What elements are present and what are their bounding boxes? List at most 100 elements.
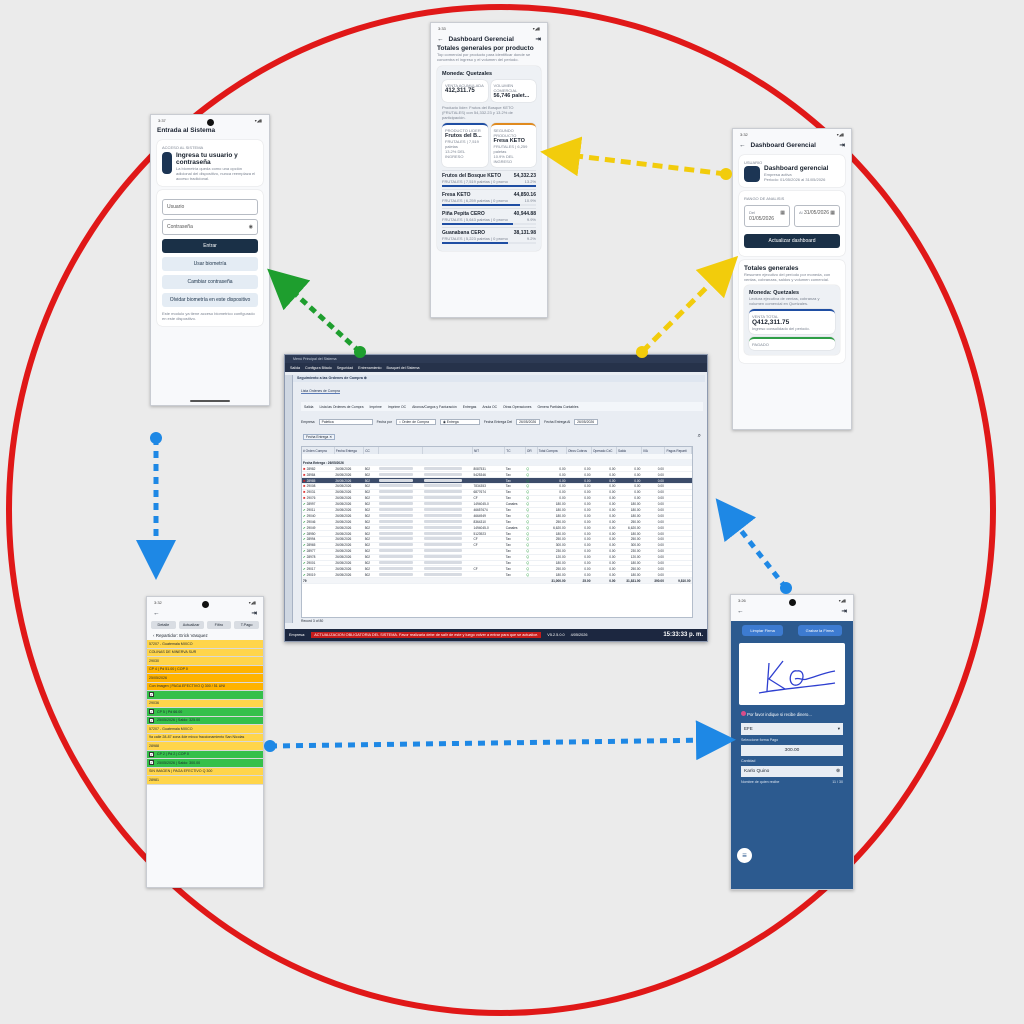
column-header[interactable]: Saldo: [616, 447, 642, 454]
toolbar-button[interactable]: Lista las Ordenes de Compra: [319, 404, 364, 409]
checkbox-icon[interactable]: ✓: [149, 717, 154, 723]
column-header[interactable]: NIT: [472, 447, 506, 454]
radio-entrega[interactable]: ◉ Entrega: [439, 419, 480, 425]
delivery-row[interactable]: 28988: [147, 742, 263, 751]
radio-orden-compra[interactable]: ○ Orden de Compra: [395, 419, 436, 425]
delivery-action-button[interactable]: Detalle: [151, 621, 176, 629]
filter-cell[interactable]: [302, 454, 335, 461]
column-header[interactable]: Pagos Reparti: [664, 447, 692, 454]
signature-pad[interactable]: [739, 643, 845, 705]
to-date-field[interactable]: Al 31/05/2026▦: [794, 205, 840, 227]
save-signature-button[interactable]: Grabar la Firma: [797, 625, 842, 636]
toolbar-button[interactable]: Genera Partidas Contables: [537, 404, 579, 409]
filter-cell[interactable]: [616, 454, 642, 461]
menu-fab-icon[interactable]: ≡: [737, 848, 752, 863]
logout-icon[interactable]: ⇥: [839, 142, 845, 149]
receiver-input[interactable]: Karlo Quino⊗: [741, 766, 843, 777]
enter-button[interactable]: Entrar: [162, 239, 258, 253]
menu-item[interactable]: Seguridad: [336, 365, 354, 370]
delivery-row[interactable]: 25/05/2026: [147, 674, 263, 683]
delivery-action-button[interactable]: Actualizar: [178, 621, 204, 629]
toolbar-button[interactable]: Otras Operaciones: [503, 404, 532, 409]
clear-icon[interactable]: ⊗: [835, 769, 840, 774]
column-header[interactable]: OR: [525, 447, 538, 454]
filter-cell[interactable]: [537, 454, 567, 461]
update-warning[interactable]: ACTUALIZACION OBLIGATORIA DEL SISTEMA. F…: [311, 632, 542, 638]
record-navigator[interactable]: Record 3 of 80: [301, 619, 324, 623]
delivery-row[interactable]: CP 4 | Pd 51.00 | COP 0: [147, 665, 263, 674]
forget-biometric-button[interactable]: Olvidar biometría en este dispositivo: [162, 293, 258, 307]
checkbox-icon[interactable]: ✓: [149, 692, 154, 698]
toolbar-button[interactable]: Salida: [304, 404, 314, 409]
checkbox-icon[interactable]: ✓: [149, 760, 154, 766]
fecha-al-input[interactable]: 26/05/2026: [574, 419, 599, 425]
clear-signature-button[interactable]: Limpiar Firma: [742, 625, 783, 636]
filter-cell[interactable]: [363, 454, 379, 461]
username-field[interactable]: Usuario: [162, 199, 258, 215]
calendar-icon[interactable]: ▦: [830, 210, 835, 216]
amount-input[interactable]: 300.00: [741, 745, 843, 756]
column-header[interactable]: Operado CxC: [591, 447, 617, 454]
filter-cell[interactable]: [664, 454, 692, 461]
delivery-row[interactable]: Con Imagen | PAGA EFECTIVO Q 300 / 51 UN…: [147, 682, 263, 691]
menu-item[interactable]: Salida: [290, 365, 300, 370]
delivery-row[interactable]: ✓25/05/2026 | Saldo: 300.00: [147, 759, 263, 768]
toolbar-button[interactable]: Imprime OC: [387, 404, 407, 409]
back-arrow-icon[interactable]: ←: [153, 609, 160, 617]
back-arrow-icon[interactable]: ←: [739, 141, 746, 149]
delivery-row[interactable]: 29036: [147, 699, 263, 708]
filter-cell[interactable]: [504, 454, 526, 461]
delivery-row[interactable]: ✓25/05/2026 | Saldo: 325.00: [147, 716, 263, 725]
menu-item[interactable]: Entrenamiento: [358, 365, 382, 370]
group-chip[interactable]: Fecha Entrega ✕: [303, 434, 336, 440]
column-header[interactable]: CC: [363, 447, 379, 454]
filter-cell[interactable]: [525, 454, 538, 461]
empresa-select[interactable]: Paletica: [318, 419, 373, 425]
change-password-button[interactable]: Cambiar contraseña: [162, 275, 258, 289]
column-header[interactable]: Total Compra: [537, 447, 568, 454]
menu-item[interactable]: Configura Bitado: [305, 365, 332, 370]
delivery-row[interactable]: 28981: [147, 776, 263, 785]
logout-icon[interactable]: ⇥: [841, 608, 847, 615]
checkbox-icon[interactable]: ✓: [149, 709, 154, 715]
filter-cell[interactable]: [378, 454, 423, 461]
filter-cell[interactable]: [472, 454, 505, 461]
eye-icon[interactable]: ◉: [248, 224, 253, 230]
toolbar-button[interactable]: Imprime: [369, 404, 382, 409]
biometric-button[interactable]: Usar biometría: [162, 257, 258, 271]
delivery-row[interactable]: ✓: [147, 691, 263, 700]
delivery-row[interactable]: 9a calle 28-87 zona 4de mixco fraccionam…: [147, 733, 263, 742]
chevron-left-icon[interactable]: ‹: [153, 633, 155, 638]
checkbox-icon[interactable]: ✓: [149, 751, 154, 757]
toolbar-button[interactable]: Anula OC: [482, 404, 498, 409]
column-header[interactable]: [422, 447, 473, 454]
password-field[interactable]: Contraseña◉: [162, 219, 258, 235]
delivery-action-button[interactable]: T.Pago: [234, 621, 259, 629]
tab-purchase-orders[interactable]: Seguimiento a las Ordenes de Compra ⊗: [293, 375, 705, 382]
column-header[interactable]: # Orden Compra: [302, 447, 335, 454]
logout-icon[interactable]: ⇥: [535, 36, 541, 43]
from-date-field[interactable]: Del 01/05/2026▦: [744, 205, 790, 227]
toolbar-button[interactable]: Abonos/Cargos y Facturación: [412, 404, 457, 409]
back-arrow-icon[interactable]: ←: [437, 35, 444, 43]
toolbar-button[interactable]: Entregas: [462, 404, 477, 409]
column-header[interactable]: Fecha Entrega: [334, 447, 365, 454]
logout-icon[interactable]: ⇥: [251, 610, 257, 617]
fecha-del-input[interactable]: 26/05/2026: [516, 419, 541, 425]
filter-cell[interactable]: [422, 454, 473, 461]
delivery-row[interactable]: SIN IMAGEN | PAGA EFECTIVO Q 300: [147, 767, 263, 776]
close-icon[interactable]: ⊗: [363, 376, 367, 380]
